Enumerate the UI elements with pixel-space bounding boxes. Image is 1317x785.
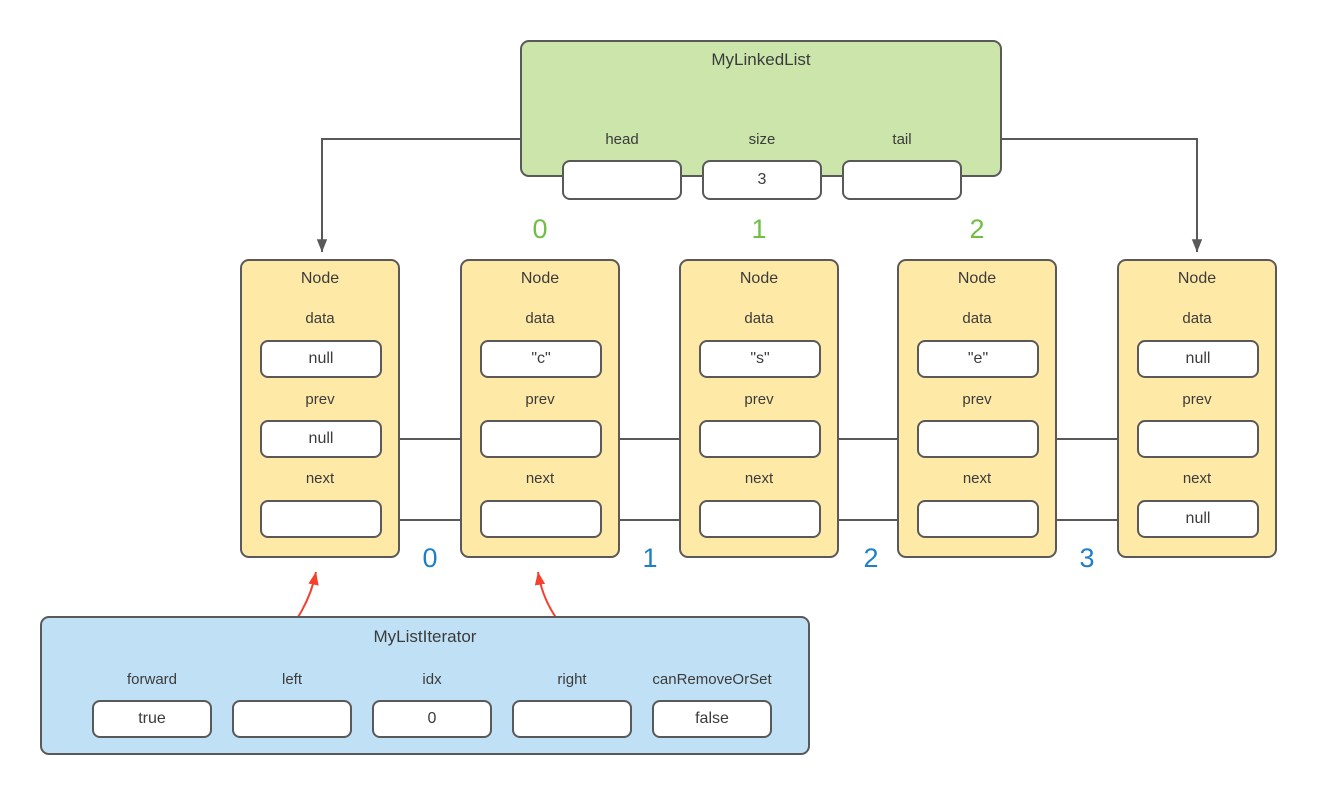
field-right-label: right (557, 671, 587, 688)
node-prev-value (699, 420, 821, 458)
node-title: Node (520, 270, 560, 287)
node-data-label: data (1182, 310, 1212, 327)
node-box-4: Node data "e" prev next (897, 259, 1057, 558)
node-data-value: "s" (699, 340, 821, 378)
node-data-value: null (260, 340, 382, 378)
node-prev-label: prev (744, 391, 774, 408)
field-left-label: left (281, 671, 302, 688)
node-prev-value (1137, 420, 1259, 458)
node-prev-label: prev (1182, 391, 1212, 408)
node-next-value (699, 500, 821, 538)
node-prev-value: null (260, 420, 382, 458)
mylinkedlist-title: MyLinkedList (711, 50, 811, 69)
mylistiterator-title: MyListIterator (373, 627, 477, 646)
node-index-label: 0 (422, 543, 438, 573)
list-index-label: 2 (969, 214, 985, 244)
node-index-label: 3 (1079, 543, 1095, 573)
node-prev-label: prev (305, 391, 335, 408)
node-index-label: 2 (863, 543, 879, 573)
node-prev-label: prev (525, 391, 555, 408)
node-data-value: null (1137, 340, 1259, 378)
field-head-label: head (605, 131, 639, 148)
mylistiterator-box: MyListIterator forward true left idx 0 r… (40, 616, 810, 755)
field-idx-label: idx (422, 671, 442, 688)
field-canRemoveOrSet-value: false (652, 700, 772, 738)
node-next-value (917, 500, 1039, 538)
node-data-value: "e" (917, 340, 1039, 378)
node-title: Node (300, 270, 340, 287)
node-index-label: 1 (642, 543, 658, 573)
node-next-label: next (962, 470, 992, 487)
node-title: Node (957, 270, 997, 287)
node-data-label: data (962, 310, 992, 327)
node-title: Node (739, 270, 779, 287)
node-box-3: Node data "s" prev next (679, 259, 839, 558)
field-tail-label: tail (892, 131, 912, 148)
node-prev-value (917, 420, 1039, 458)
node-box-5: Node data null prev next null (1117, 259, 1277, 558)
node-next-label: next (305, 470, 335, 487)
node-prev-label: prev (962, 391, 992, 408)
field-idx-value: 0 (372, 700, 492, 738)
node-data-label: data (525, 310, 555, 327)
field-canRemoveOrSet-label: canRemoveOrSet (652, 671, 772, 688)
field-size-label: size (748, 131, 776, 148)
node-title: Node (1177, 270, 1217, 287)
node-next-value (260, 500, 382, 538)
node-box-1: Node data null prev null next (240, 259, 400, 558)
node-prev-value (480, 420, 602, 458)
field-tail-value (842, 160, 962, 200)
node-next-value (480, 500, 602, 538)
mylinkedlist-box: MyLinkedList head size 3 tail (520, 40, 1002, 200)
node-box-2: Node data "c" prev next (460, 259, 620, 558)
field-size-value: 3 (702, 160, 822, 200)
field-forward-label: forward (126, 671, 178, 688)
node-data-value: "c" (480, 340, 602, 378)
node-data-label: data (744, 310, 774, 327)
field-left-value (232, 700, 352, 738)
node-data-label: data (305, 310, 335, 327)
list-index-label: 0 (532, 214, 548, 244)
node-next-label: next (525, 470, 555, 487)
node-next-value: null (1137, 500, 1259, 538)
field-forward-value: true (92, 700, 212, 738)
field-head-value (562, 160, 682, 200)
node-next-label: next (744, 470, 774, 487)
list-index-label: 1 (751, 214, 767, 244)
field-right-value (512, 700, 632, 738)
node-next-label: next (1182, 470, 1212, 487)
